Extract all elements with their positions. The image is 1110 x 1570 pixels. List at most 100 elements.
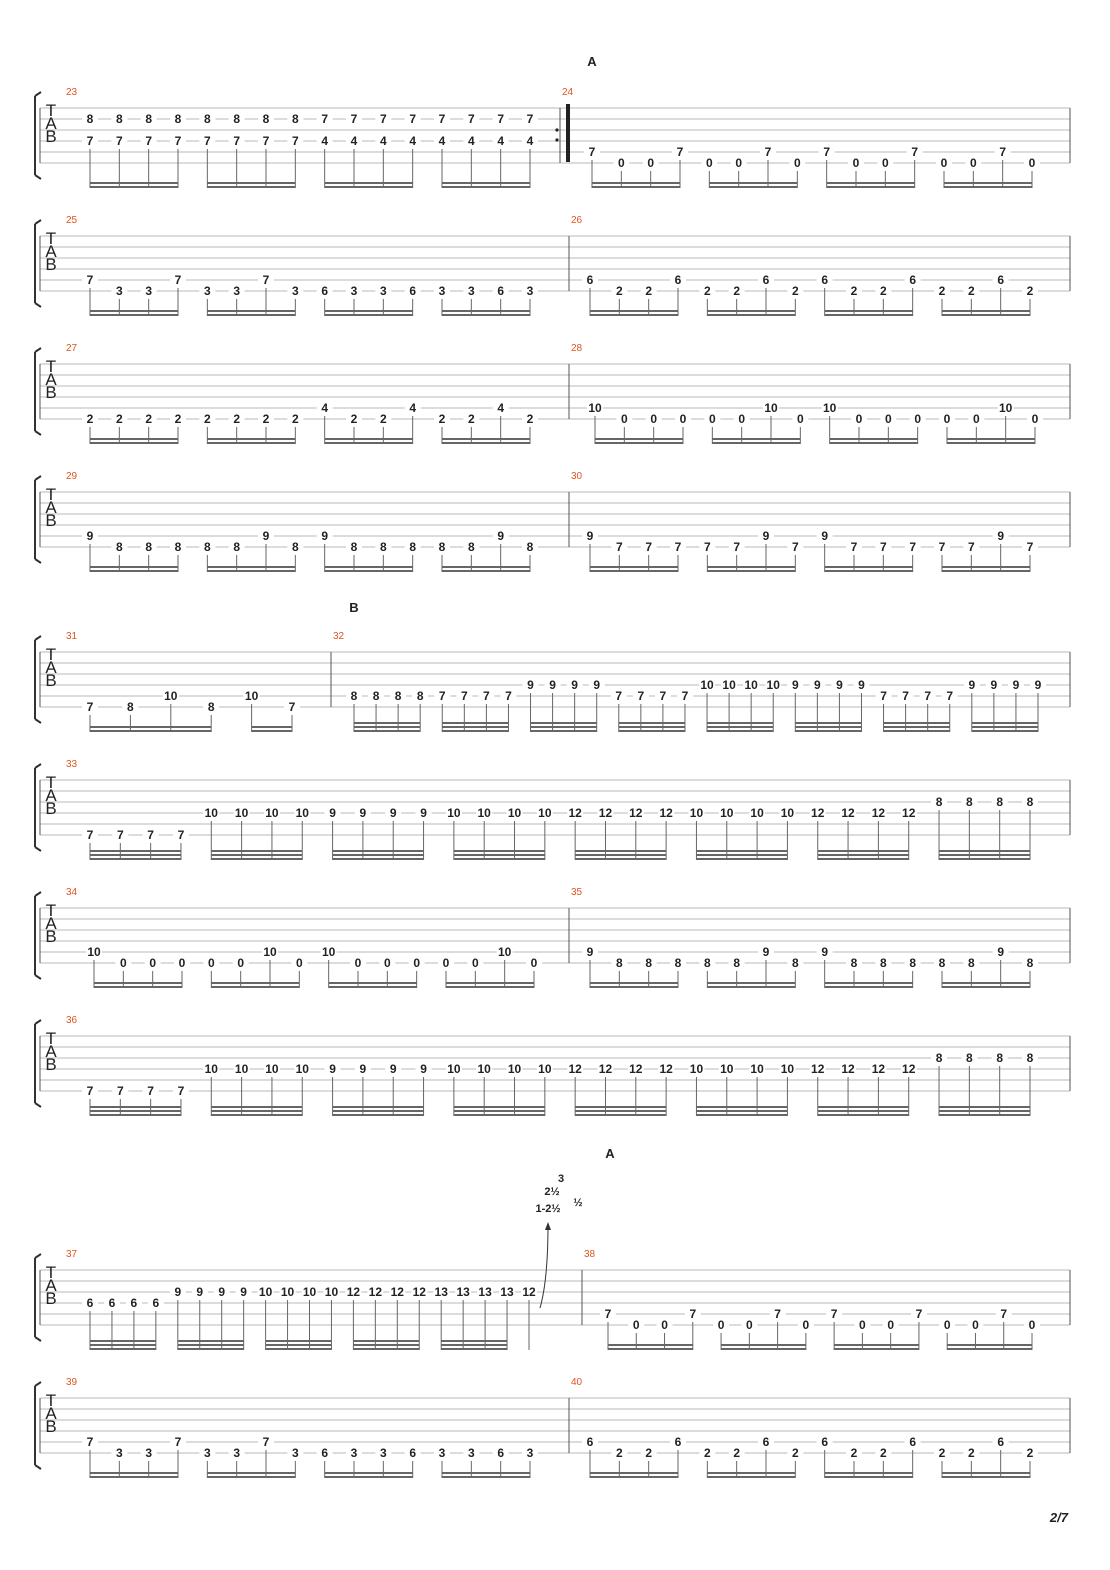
fret-mask bbox=[904, 540, 921, 553]
fret-mask bbox=[463, 1446, 480, 1459]
beam bbox=[442, 442, 530, 444]
fret-mask bbox=[853, 678, 870, 691]
beam bbox=[265, 1348, 332, 1350]
fret-mask bbox=[728, 956, 745, 969]
fret-number: 4 bbox=[409, 401, 416, 415]
fret-number: 10 bbox=[744, 678, 758, 692]
fret-mask bbox=[463, 412, 480, 425]
beam bbox=[942, 982, 1030, 984]
fret-number: 8 bbox=[996, 795, 1003, 809]
beam bbox=[590, 570, 678, 572]
fret-number: 2 bbox=[939, 284, 946, 298]
fret-number: 2 bbox=[880, 284, 887, 298]
fret-mask bbox=[880, 412, 897, 425]
fret-number: 9 bbox=[997, 945, 1004, 959]
fret-number: 0 bbox=[914, 412, 921, 426]
fret-mask bbox=[522, 678, 539, 691]
tab-clef-letter: T bbox=[46, 485, 56, 504]
beam bbox=[211, 854, 303, 856]
fret-number: 10 bbox=[767, 678, 781, 692]
fret-number: 10 bbox=[498, 945, 512, 959]
fret-number: 10 bbox=[322, 945, 336, 959]
beam bbox=[251, 730, 292, 732]
fret-number: 8 bbox=[996, 1051, 1003, 1065]
fret-mask bbox=[640, 540, 657, 553]
beam bbox=[90, 1472, 178, 1474]
fret-number: 0 bbox=[413, 956, 420, 970]
fret-number: 2 bbox=[792, 1446, 799, 1460]
fret-mask bbox=[368, 689, 385, 702]
fret-number: 9 bbox=[420, 806, 427, 820]
fret-number: 0 bbox=[208, 956, 215, 970]
fret-mask bbox=[963, 678, 980, 691]
fret-mask bbox=[415, 806, 432, 819]
fret-mask bbox=[588, 678, 605, 691]
fret-number: 7 bbox=[178, 828, 185, 842]
fret-number: 9 bbox=[587, 945, 594, 959]
fret-mask bbox=[390, 689, 407, 702]
beam bbox=[829, 438, 918, 440]
measure-number: 36 bbox=[66, 1015, 78, 1026]
fret-mask bbox=[375, 112, 392, 125]
fret-mask bbox=[675, 412, 691, 425]
fret-mask bbox=[324, 1062, 341, 1075]
fret-number: 0 bbox=[972, 1318, 979, 1332]
fret-number: 10 bbox=[720, 1062, 734, 1076]
beam bbox=[947, 1344, 1032, 1346]
measure-number: 33 bbox=[66, 759, 78, 770]
fret-number: 9 bbox=[814, 678, 821, 692]
fret-number: 12 bbox=[568, 1062, 582, 1076]
beam bbox=[947, 1348, 1032, 1350]
fret-number: 7 bbox=[831, 1307, 838, 1321]
fret-number: 3 bbox=[204, 1446, 211, 1460]
fret-mask bbox=[404, 112, 421, 125]
fret-mask bbox=[82, 273, 98, 286]
fret-number: 0 bbox=[443, 956, 450, 970]
fret-mask bbox=[323, 1285, 340, 1298]
fret-number: 7 bbox=[178, 1084, 185, 1098]
fret-number: 13 bbox=[478, 1285, 492, 1299]
fret-number: 7 bbox=[939, 540, 946, 554]
fret-number: 8 bbox=[145, 540, 152, 554]
fret-number: 7 bbox=[87, 134, 94, 148]
fret-mask bbox=[213, 1285, 230, 1298]
fret-mask bbox=[936, 156, 952, 169]
fret-number: 0 bbox=[797, 412, 804, 426]
fret-number: 2 bbox=[175, 412, 182, 426]
fret-mask bbox=[287, 112, 304, 125]
fret-number: 8 bbox=[233, 540, 240, 554]
beam bbox=[592, 186, 680, 188]
beam bbox=[90, 1348, 156, 1350]
fret-mask bbox=[658, 1062, 675, 1075]
fret-mask bbox=[616, 412, 633, 425]
fret-number: 13 bbox=[500, 1285, 514, 1299]
fret-mask bbox=[758, 529, 774, 542]
fret-number: 10 bbox=[690, 1062, 704, 1076]
fret-mask bbox=[597, 1062, 614, 1075]
fret-number: 2 bbox=[733, 284, 740, 298]
beam bbox=[696, 1114, 788, 1116]
system-brace bbox=[34, 475, 42, 564]
beam bbox=[942, 570, 1030, 572]
fret-mask bbox=[375, 134, 392, 147]
measure-number: 27 bbox=[66, 343, 78, 354]
fret-mask bbox=[346, 134, 362, 147]
fret-mask bbox=[645, 412, 662, 425]
beam bbox=[707, 726, 774, 728]
fret-number: 7 bbox=[823, 145, 830, 159]
fret-number: 7 bbox=[263, 1435, 270, 1449]
fret-mask bbox=[875, 1446, 892, 1459]
fret-mask bbox=[816, 1435, 833, 1448]
fret-mask bbox=[228, 412, 245, 425]
fret-number: 0 bbox=[882, 156, 889, 170]
fret-mask bbox=[934, 540, 950, 553]
fret-mask bbox=[628, 1318, 645, 1331]
beam bbox=[608, 1344, 693, 1346]
repeat-barline bbox=[566, 104, 570, 162]
beam bbox=[817, 854, 909, 856]
fret-number: 3 bbox=[204, 284, 211, 298]
fret-mask bbox=[994, 145, 1011, 158]
fret-mask bbox=[809, 678, 826, 691]
fret-mask bbox=[467, 956, 484, 969]
fret-mask bbox=[779, 1062, 796, 1075]
